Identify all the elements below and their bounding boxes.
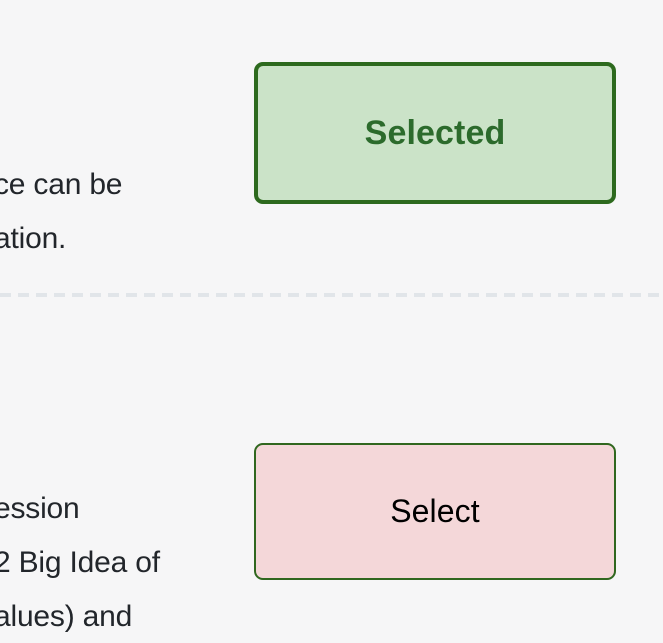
section-divider <box>0 293 663 297</box>
list-item: ce can be ation. Selected <box>0 0 663 293</box>
list-item: ession 2 Big Idea of alues) and Select <box>0 297 663 643</box>
item-description: ession 2 Big Idea of alues) and <box>0 482 240 643</box>
description-line: ession <box>0 492 80 525</box>
select-button-bottom[interactable]: Select <box>254 443 616 580</box>
description-line: 2 Big Idea of <box>0 546 160 579</box>
description-line: ce can be <box>0 168 123 201</box>
description-line: alues) and <box>0 600 133 633</box>
description-line: ation. <box>0 222 67 255</box>
item-description: ce can be ation. <box>0 158 240 266</box>
select-button-top[interactable]: Selected <box>254 62 616 204</box>
